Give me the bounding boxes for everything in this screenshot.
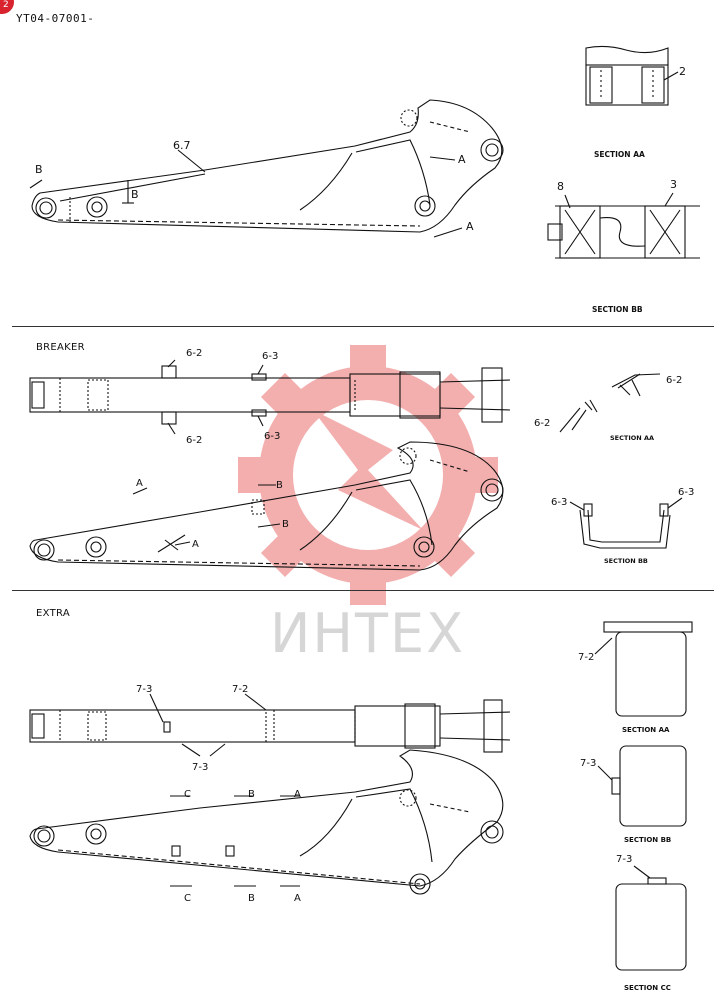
extra-bb-label-73: 7-3 bbox=[580, 758, 596, 769]
breaker-arrow-b-lower: B bbox=[282, 519, 289, 530]
std-caption-section-bb: SECTION BB bbox=[592, 305, 643, 314]
std-arrow-b-mid: B bbox=[131, 188, 139, 201]
breaker-caption-section-bb: SECTION BB bbox=[604, 557, 648, 565]
breaker-aa-label-62-left: 6-2 bbox=[534, 418, 550, 429]
std-callout-67: 6.7 bbox=[173, 139, 191, 152]
std-caption-section-aa: SECTION AA bbox=[594, 150, 645, 159]
std-part-8: 8 bbox=[557, 180, 564, 193]
document-code: YT04-07001- bbox=[16, 12, 95, 25]
breaker-label-62-bottom: 6-2 bbox=[186, 435, 202, 446]
breaker-title: BREAKER bbox=[36, 342, 85, 353]
extra-label-73-bottom: 7-3 bbox=[192, 762, 208, 773]
standard-boom-drawing: 6.7 A A B B 2 8 3 SECTION AA SECTION BB bbox=[29, 45, 700, 314]
std-arrow-a-lower: A bbox=[466, 220, 474, 233]
breaker-arrow-b-upper: B bbox=[276, 480, 283, 491]
extra-arrow-c-upper: C bbox=[184, 789, 191, 800]
extra-cc-label-73: 7-3 bbox=[616, 854, 632, 865]
extra-boom-drawing: 7-3 7-2 7-3 C B A C B A 7-2 7-3 7-3 SECT… bbox=[29, 621, 693, 992]
extra-arrow-a-lower: A bbox=[294, 893, 301, 904]
breaker-arrow-a-upper: A bbox=[136, 478, 143, 489]
breaker-caption-section-aa: SECTION AA bbox=[610, 434, 654, 442]
breaker-aa-label-62-right: 6-2 bbox=[666, 375, 682, 386]
divider-standard-breaker bbox=[12, 326, 714, 327]
extra-caption-section-aa: SECTION AA bbox=[622, 726, 670, 734]
extra-label-72-top: 7-2 bbox=[232, 684, 248, 695]
extra-label-73-top: 7-3 bbox=[136, 684, 152, 695]
std-arrow-a-upper: A bbox=[458, 153, 466, 166]
extra-caption-section-cc: SECTION CC bbox=[624, 984, 671, 992]
std-part-2: 2 bbox=[679, 65, 686, 78]
watermark-text: ИНТЕХ bbox=[270, 602, 466, 665]
corner-badge-label: 2 bbox=[3, 0, 9, 10]
breaker-arrow-a-lower: A bbox=[192, 539, 199, 550]
breaker-label-63-top: 6-3 bbox=[262, 351, 278, 362]
extra-caption-section-bb: SECTION BB bbox=[624, 836, 671, 844]
extra-aa-label-72: 7-2 bbox=[578, 652, 594, 663]
extra-title: EXTRA bbox=[36, 608, 70, 619]
extra-arrow-b-upper: B bbox=[248, 789, 255, 800]
std-part-3: 3 bbox=[670, 178, 677, 191]
divider-breaker-extra bbox=[12, 590, 714, 591]
breaker-label-63-bottom: 6-3 bbox=[264, 431, 280, 442]
breaker-bb-label-63-right: 6-3 bbox=[678, 487, 694, 498]
extra-arrow-a-upper: A bbox=[294, 789, 301, 800]
extra-arrow-b-lower: B bbox=[248, 893, 255, 904]
extra-arrow-c-lower: C bbox=[184, 893, 191, 904]
breaker-label-62-top: 6-2 bbox=[186, 348, 202, 359]
breaker-bb-label-63-left: 6-3 bbox=[551, 497, 567, 508]
std-arrow-b-left: B bbox=[35, 163, 43, 176]
breaker-boom-drawing: 6-2 6-2 6-3 6-3 B B A A 6-2 6-2 6-3 6-3 … bbox=[29, 348, 694, 571]
